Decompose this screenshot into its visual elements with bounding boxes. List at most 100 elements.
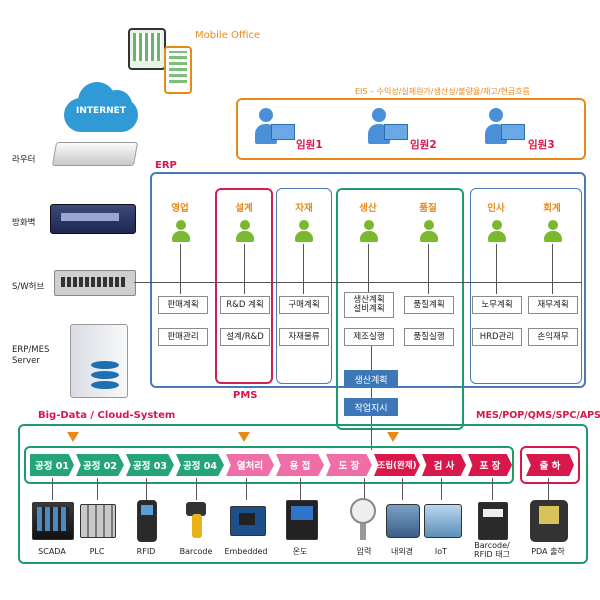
shipping-box [520, 446, 580, 484]
executive-3-icon [485, 106, 525, 146]
material-person-icon [295, 220, 313, 242]
dept-production-label: 생산 [359, 203, 377, 214]
internet-cloud-icon: INTERNET [58, 78, 142, 136]
temperature-controller-icon [286, 500, 318, 540]
design-person-icon [236, 220, 254, 242]
hub-label: S/W허브 [12, 282, 45, 292]
dept-quality-label: 품질 [419, 203, 437, 214]
tool-label-scada: SCADA [38, 547, 66, 556]
task-material-logistics: 자재물류 [279, 328, 329, 346]
hub-icon [54, 270, 136, 296]
arrow-marker-1 [67, 432, 79, 442]
hr-person-icon [488, 220, 506, 242]
task-sales-plan: 판매계획 [158, 296, 208, 314]
process-welding: 용 접 [276, 454, 324, 476]
executive-2-label: 임원2 [410, 139, 437, 151]
router-label: 라우터 [12, 155, 36, 165]
dept-box-material [276, 188, 332, 384]
pms-box [215, 188, 273, 384]
shopfloor-box [18, 424, 588, 564]
pda-icon [530, 500, 568, 542]
dept-box-hr-accounting [470, 188, 582, 384]
dept-design-label: 설계 [235, 203, 253, 214]
flow-work-order: 작업지시 [344, 398, 398, 416]
production-person-icon [360, 220, 378, 242]
rfid-reader-icon [137, 500, 157, 542]
dept-hr-label: 인사 [487, 203, 505, 214]
scada-icon [32, 502, 74, 540]
server-icon [70, 324, 128, 398]
task-design-rd: 설계/R&D [220, 328, 270, 346]
executive-1-icon [255, 106, 295, 146]
process-04: 공정 04 [176, 454, 224, 476]
dept-material-label: 자재 [295, 203, 313, 214]
task-sales-manage: 판매관리 [158, 328, 208, 346]
quality-person-icon [420, 220, 438, 242]
task-acct-finance: 재무계획 [528, 296, 578, 314]
task-hr-hrd: HRD관리 [472, 328, 522, 346]
eis-box [236, 98, 586, 160]
process-01: 공정 01 [30, 454, 74, 476]
sales-person-icon [172, 220, 190, 242]
accounting-person-icon [544, 220, 562, 242]
tool-label-pressure: 압력 [356, 547, 372, 556]
task-material-purchase: 구매계획 [279, 296, 329, 314]
firewall-icon [50, 204, 136, 234]
task-quality-plan: 품질계획 [404, 296, 454, 314]
mobile-office-label: Mobile Office [195, 30, 261, 41]
executive-2-icon [368, 106, 408, 146]
internet-label: INTERNET [76, 106, 126, 116]
tablet-icon [128, 28, 166, 70]
tool-label-embedded: Embedded [224, 547, 268, 556]
phone-icon [164, 46, 192, 94]
tool-label-barcode-rfid-tag: Barcode/ RFID 태그 [474, 541, 510, 559]
arrow-marker-2 [238, 432, 250, 442]
task-production-exec: 제조실행 [344, 328, 394, 346]
mes-box [336, 188, 464, 430]
task-design-plan: R&D 계획 [220, 296, 270, 314]
server-label: ERP/MES Server [12, 345, 50, 366]
task-production-plan: 생산계획 설비계획 [344, 292, 394, 318]
flow-production-plan: 생산계획 [344, 370, 398, 388]
embedded-board-icon [230, 506, 266, 536]
pms-label: PMS [233, 390, 258, 401]
process-02: 공정 02 [76, 454, 124, 476]
process-inspection: 검 사 [422, 454, 466, 476]
iot-workers-icon [424, 504, 462, 538]
executive-3-label: 임원3 [528, 139, 555, 151]
arrow-marker-3 [387, 432, 399, 442]
network-bus-line [134, 282, 582, 283]
tool-label-barcode: Barcode [179, 547, 213, 556]
erp-label: ERP [155, 160, 177, 171]
task-quality-exec: 품질실행 [404, 328, 454, 346]
process-painting: 도 장 [326, 454, 372, 476]
dept-accounting-label: 회계 [543, 203, 561, 214]
barcode-printer-icon [478, 502, 508, 540]
process-shipping: 출 하 [526, 454, 574, 476]
plc-icon [80, 504, 116, 538]
process-03: 공정 03 [126, 454, 174, 476]
process-line-box [24, 446, 514, 484]
eis-label: EIS – 수익성/실제원가/생산성/불량율/재고/현금흐름 [355, 87, 530, 96]
tool-label-iot: IoT [434, 547, 448, 556]
tool-label-rfid: RFID [136, 547, 156, 556]
tool-label-plc: PLC [89, 547, 105, 556]
firewall-label: 방화벽 [12, 218, 36, 228]
mes-label: MES/POP/QMS/SPC/APS [476, 410, 600, 421]
dept-sales-label: 영업 [171, 203, 189, 214]
process-assembly: 조립(완제) [374, 454, 420, 476]
executive-1-label: 임원1 [296, 139, 323, 151]
tool-label-temperature: 온도 [292, 547, 308, 556]
process-heat-treatment: 열처리 [226, 454, 274, 476]
pressure-gauge-icon [350, 498, 376, 542]
tool-label-pda: PDA 출하 [531, 547, 565, 556]
process-packing: 포 장 [468, 454, 512, 476]
tool-label-diameter: 내외경 [390, 547, 414, 556]
barcode-scanner-icon [184, 502, 208, 540]
diameter-gauge-icon [386, 504, 420, 538]
task-hr-labor: 노무계획 [472, 296, 522, 314]
